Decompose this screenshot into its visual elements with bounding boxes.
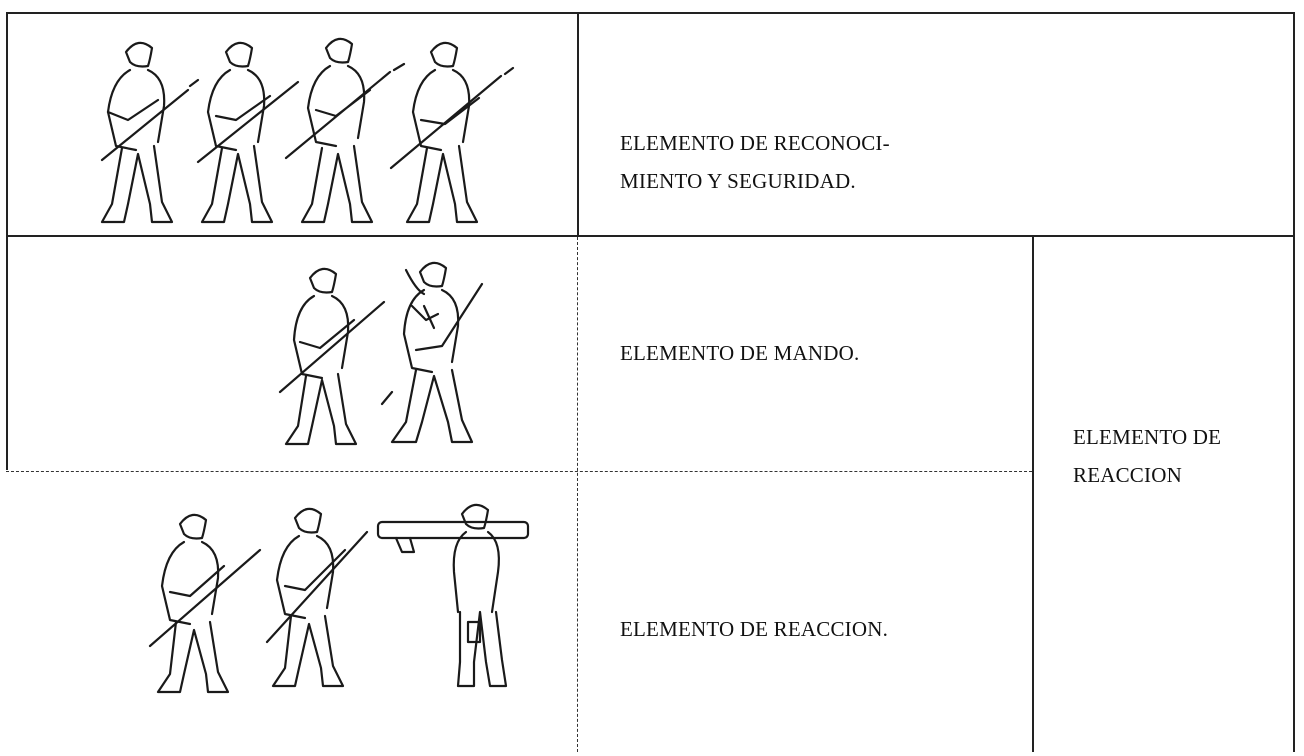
side-label-line1: ELEMENTO DE	[1073, 425, 1222, 449]
reaccion-soldiers-illustration	[146, 492, 566, 712]
table-left-border	[6, 12, 8, 470]
recon-label-line1: ELEMENTO DE RECONOCI-	[620, 131, 890, 155]
table-top-border	[6, 12, 1295, 14]
reaccion-label: ELEMENTO DE REACCION.	[620, 610, 888, 648]
mando-label: ELEMENTO DE MANDO.	[620, 334, 859, 372]
soldier-figure	[278, 267, 386, 446]
soldier-figure	[376, 503, 530, 688]
recon-label: ELEMENTO DE RECONOCI- MIENTO Y SEGURIDAD…	[620, 124, 890, 200]
soldier-figure	[100, 41, 200, 224]
col1-divider-top	[577, 12, 579, 237]
soldier-figure	[265, 507, 369, 688]
mando-soldiers-illustration	[276, 250, 506, 460]
row2-dashed-divider	[6, 471, 1032, 472]
soldier-figure	[284, 37, 406, 224]
organization-table: ELEMENTO DE RECONOCI- MIENTO Y SEGURIDAD…	[6, 12, 1295, 752]
recon-label-line2: MIENTO Y SEGURIDAD.	[620, 169, 856, 193]
mando-label-text: ELEMENTO DE MANDO.	[620, 341, 860, 365]
col1-dashed-divider	[577, 237, 578, 752]
row1-bottom-border	[6, 235, 1295, 237]
table-right-border	[1293, 12, 1295, 752]
col3-divider	[1032, 235, 1034, 752]
soldier-figure	[380, 261, 484, 444]
soldier-figure	[389, 41, 515, 224]
recon-soldiers-illustration	[86, 30, 516, 230]
side-label-line2: REACCION	[1073, 463, 1182, 487]
soldier-figure	[196, 41, 300, 224]
reaccion-label-text: ELEMENTO DE REACCION.	[620, 617, 889, 641]
soldier-figure	[148, 513, 262, 694]
side-reaccion-label: ELEMENTO DE REACCION	[1073, 418, 1221, 494]
